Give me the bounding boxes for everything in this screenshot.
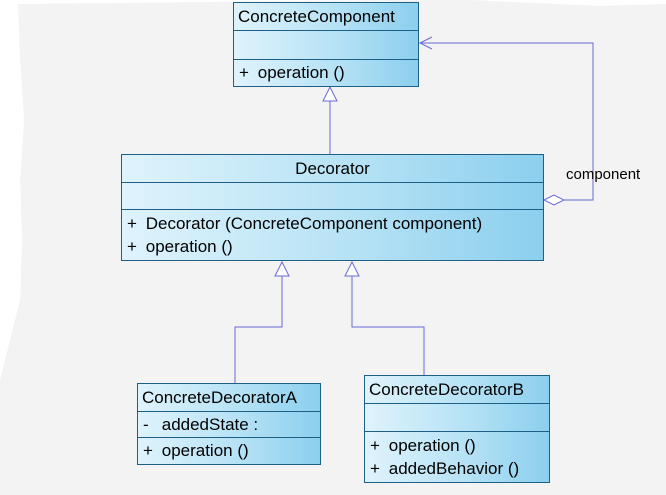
generalization-line-decorator-a <box>234 276 283 383</box>
generalization-arrow-decorator-a <box>274 260 290 277</box>
visibility-marker: + <box>370 436 380 455</box>
class-name: ConcreteDecoratorA <box>138 384 320 412</box>
class-concrete-component[interactable]: ConcreteComponent + operation () <box>233 2 419 87</box>
operations-section: + operation () <box>234 60 418 85</box>
operation-text: operation () <box>388 436 476 455</box>
operation-row: + operation () <box>143 439 320 462</box>
class-name: ConcreteComponent <box>234 3 418 31</box>
visibility-marker: + <box>127 214 137 233</box>
attributes-section <box>234 31 418 60</box>
class-concrete-decorator-a[interactable]: ConcreteDecoratorA - addedState : + oper… <box>137 383 321 465</box>
generalization-arrow-decorator <box>322 85 338 102</box>
aggregation-diamond <box>542 194 566 206</box>
operation-row: + operation () <box>127 235 543 258</box>
operation-row: + addedBehavior () <box>370 457 549 480</box>
visibility-marker: - <box>143 415 149 434</box>
attributes-section: - addedState : <box>138 412 320 438</box>
operations-section: + operation () <box>138 438 320 463</box>
operation-row: + Decorator (ConcreteComponent component… <box>127 212 543 235</box>
operation-text: Decorator (ConcreteComponent component) <box>145 214 483 233</box>
class-concrete-decorator-b[interactable]: ConcreteDecoratorB + operation () + adde… <box>364 375 550 483</box>
operation-text: operation () <box>257 63 345 82</box>
class-decorator[interactable]: Decorator + Decorator (ConcreteComponent… <box>121 154 544 261</box>
operation-text: operation () <box>145 237 233 256</box>
generalization-line-decorator-b <box>351 276 425 375</box>
aggregation-line <box>420 42 594 201</box>
attributes-section <box>122 183 543 210</box>
operation-row: + operation () <box>370 434 549 457</box>
class-name: ConcreteDecoratorB <box>365 376 549 404</box>
generalization-arrow-decorator-b <box>344 260 360 277</box>
operations-section: + Decorator (ConcreteComponent component… <box>122 210 543 259</box>
visibility-marker: + <box>143 441 153 460</box>
operation-text: operation () <box>161 441 249 460</box>
attribute-row: - addedState : <box>143 413 320 436</box>
attributes-section <box>365 404 549 432</box>
class-name: Decorator <box>122 155 543 183</box>
operation-row: + operation () <box>239 61 418 84</box>
operation-text: addedBehavior () <box>388 459 520 478</box>
operations-section: + operation () + addedBehavior () <box>365 432 549 481</box>
visibility-marker: + <box>127 237 137 256</box>
attribute-text: addedState : <box>161 415 259 434</box>
association-label: component <box>566 166 641 183</box>
visibility-marker: + <box>370 459 380 478</box>
visibility-marker: + <box>239 63 249 82</box>
aggregation-arrowhead <box>418 36 433 50</box>
